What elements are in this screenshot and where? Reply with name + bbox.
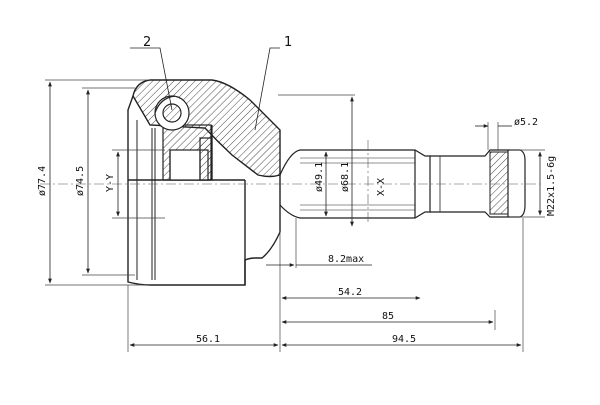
callout-leaders	[130, 47, 280, 131]
callout-2: 2	[143, 35, 151, 50]
outer-housing	[127, 79, 281, 286]
dim-d5-2: ø5.2	[514, 117, 538, 128]
dim-94-5: 94.5	[392, 334, 416, 345]
dim-d49-1: ø49.1	[314, 162, 325, 192]
dim-d68-1: ø68.1	[340, 162, 351, 192]
ball	[154, 95, 190, 131]
dim-y-y: Y-Y	[105, 174, 116, 192]
housing-body	[127, 95, 281, 286]
dim-d74-5: ø74.5	[75, 166, 86, 196]
callout-1: 1	[284, 35, 292, 50]
inner-race	[162, 124, 213, 181]
dim-thread: M22x1.5-6g	[546, 156, 557, 216]
dim-54-2: 54.2	[338, 287, 362, 298]
center-lines	[40, 140, 540, 225]
dim-85: 85	[382, 311, 394, 322]
dim-8-2max: 8.2max	[328, 254, 364, 265]
extension-lines	[45, 79, 545, 352]
dimension-lines	[48, 81, 542, 347]
dim-x-x: X-X	[376, 178, 387, 196]
dim-56-1: 56.1	[196, 334, 220, 345]
dim-d77-4: ø77.4	[37, 166, 48, 196]
